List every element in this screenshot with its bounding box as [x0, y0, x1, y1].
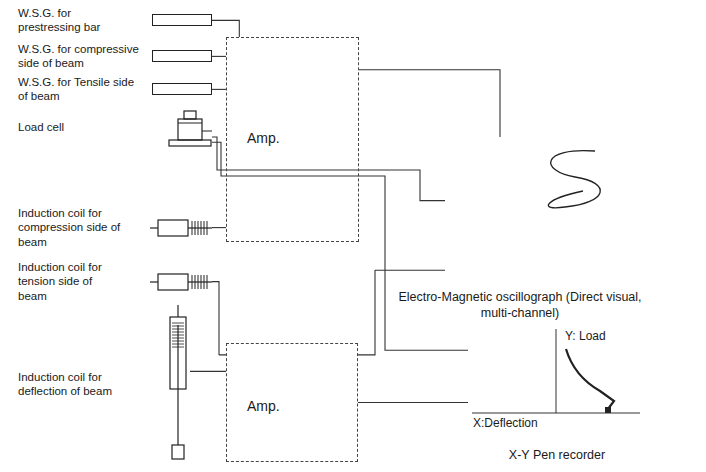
signal-wire [212, 142, 468, 350]
wire-line [212, 20, 239, 37]
sensor-symbol [166, 305, 190, 463]
drawing-stroke [150, 281, 158, 282]
signal-wire [212, 282, 226, 355]
axis-label: Y: Load [564, 329, 607, 343]
drawing-stroke [172, 335, 184, 336]
sensor-symbol [152, 14, 212, 26]
drawing-stroke [195, 221, 196, 235]
drawing-stroke [172, 341, 184, 342]
signal-wire [212, 137, 445, 201]
sensor-label: W.S.G. for compressive side of beam [18, 42, 152, 71]
induction-coil-symbol [150, 268, 212, 296]
drawing-stroke [556, 329, 557, 413]
deflection-coil-symbol [166, 305, 190, 463]
drawing-stroke [172, 344, 184, 345]
wire-line [212, 56, 226, 57]
drawing-stroke [201, 275, 202, 289]
drawing-stroke [207, 221, 208, 235]
signal-wire [190, 371, 226, 372]
drawing-stroke [172, 332, 184, 333]
oscillograph: Electro-Magnetic oscillograph (Direct vi… [445, 137, 645, 285]
load-cell: Load cell [18, 107, 212, 147]
wire-line [190, 371, 226, 372]
drawing-stroke [172, 338, 184, 339]
drawing-stroke [178, 119, 202, 140]
load-cell-symbol [168, 107, 212, 147]
wire-line [212, 89, 226, 90]
drawing-stroke [202, 131, 212, 132]
drawing-stroke [192, 275, 193, 289]
drawing-stroke [548, 151, 600, 208]
amplifier-label: Amp. [247, 130, 280, 146]
strain-gauge: W.S.G. for compressive side of beam [18, 42, 212, 71]
xy-recorder: Y: LoadX:DeflectionX-Y Pen recorder [468, 325, 646, 435]
drawing-stroke [158, 274, 188, 290]
wire-line [212, 137, 445, 201]
sensor-label: W.S.G. for prestressing bar [18, 6, 122, 35]
signal-wire [212, 89, 226, 90]
sensor-label: Induction coil for compression side of b… [18, 206, 124, 249]
sensor-label: Load cell [18, 120, 138, 134]
drawing-stroke [472, 413, 640, 414]
oscillograph-trace [445, 137, 642, 282]
drawing-stroke [177, 305, 178, 317]
signal-wire [359, 70, 500, 137]
drawing-stroke [150, 227, 158, 228]
drawing-stroke [172, 329, 184, 330]
sensor-symbol [150, 268, 212, 296]
drawing-stroke [198, 221, 199, 235]
drawing-stroke [172, 326, 184, 327]
drawing-stroke [201, 221, 202, 235]
sensor-symbol [152, 83, 212, 95]
device-caption: X-Y Pen recorder [468, 447, 646, 463]
amplifier-box: Amp. [226, 343, 358, 462]
axis-label: X:Deflection [472, 416, 539, 430]
sensor-label: Induction coil for deflection of beam [18, 370, 124, 399]
drawing-stroke [198, 275, 199, 289]
drawing-stroke [204, 221, 205, 235]
sensor-label: Induction coil for tension side of beam [18, 260, 124, 303]
drawing-stroke [204, 275, 205, 289]
signal-wire [212, 56, 226, 57]
sensor-symbol [150, 214, 212, 242]
induction-coil: Induction coil for compression side of b… [18, 206, 212, 249]
drawing-stroke [195, 275, 196, 289]
drawing-stroke [184, 111, 196, 119]
induction-coil: Induction coil for deflection of beam [18, 305, 190, 463]
drawing-stroke [172, 347, 184, 348]
amplifier-label: Amp. [247, 398, 280, 414]
drawing-stroke [177, 325, 178, 445]
strain-gauge: W.S.G. for Tensile side of beam [18, 75, 212, 104]
drawing-stroke [172, 323, 184, 324]
signal-wire [358, 270, 445, 355]
induction-coil-symbol [150, 214, 212, 242]
wire-line [359, 70, 500, 137]
signal-wire [358, 402, 468, 403]
sensor-symbol [168, 107, 212, 147]
amplifier-box: Amp. [226, 37, 359, 242]
drawing-stroke [605, 407, 611, 413]
drawing-stroke [566, 349, 614, 409]
signal-wire [212, 20, 239, 37]
sensor-label: W.S.G. for Tensile side of beam [18, 75, 138, 104]
device-caption: Electro-Magnetic oscillograph (Direct vi… [395, 289, 645, 322]
wire-line [212, 227, 226, 228]
wire-line [212, 142, 468, 350]
drawing-stroke [169, 140, 211, 146]
wire-line [358, 402, 468, 403]
induction-coil: Induction coil for tension side of beam [18, 260, 212, 303]
sensor-symbol [152, 50, 212, 62]
drawing-stroke [158, 220, 188, 236]
wire-line [358, 270, 445, 355]
drawing-stroke [192, 221, 193, 235]
drawing-stroke [207, 275, 208, 289]
wire-line [212, 282, 226, 355]
signal-wire [212, 227, 226, 228]
drawing-stroke [172, 445, 184, 459]
drawing-stroke [178, 123, 202, 124]
strain-gauge: W.S.G. for prestressing bar [18, 6, 212, 35]
